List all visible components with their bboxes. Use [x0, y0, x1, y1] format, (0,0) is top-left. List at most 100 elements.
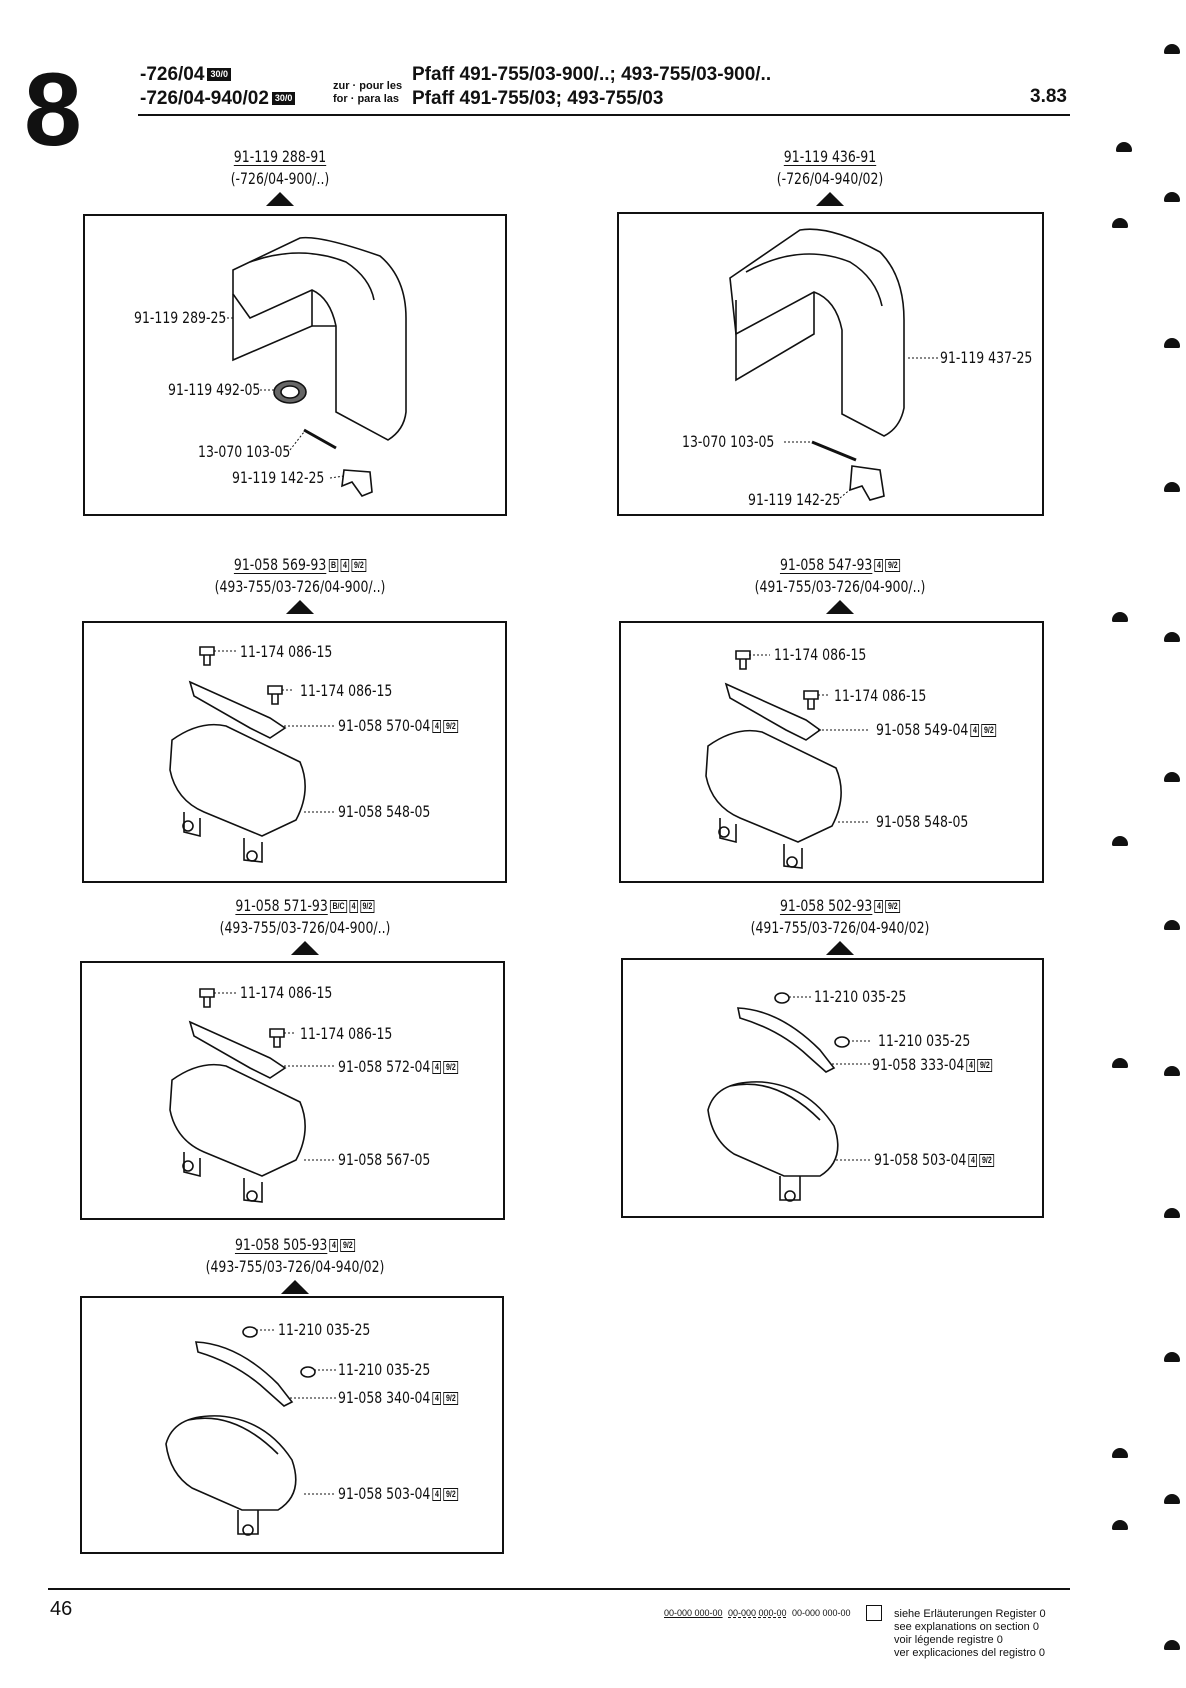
panel-1-label-cover: 91-119 289-25: [134, 308, 227, 327]
header-zur-2: for · para las: [333, 93, 400, 105]
panel-3-pointer: [285, 600, 315, 614]
header-date: 3.83: [1030, 86, 1067, 107]
legend-code-3: 00-000 000-00: [792, 1608, 851, 1618]
panel-4-foot-drawing: [705, 682, 842, 869]
panel-2-cover-drawing: [729, 228, 905, 501]
panel-5-label-screw-1: 11-174 086-15: [240, 983, 333, 1002]
panel-3-label-foot: 91-058 548-05: [338, 802, 431, 821]
footer-rule: [48, 1588, 1070, 1590]
register-mark-icon: [1164, 1494, 1180, 1504]
header-models-1: Pfaff 491-755/03-900/..; 493-755/03-900/…: [412, 64, 772, 85]
register-mark-icon: [1116, 142, 1132, 152]
panel-4-label-screw-1: 11-174 086-15: [774, 645, 867, 664]
panel-1-label-bracket: 91-119 142-25: [232, 468, 325, 487]
panel-2-label-bracket: 91-119 142-25: [748, 490, 841, 509]
register-mark-icon: [1164, 1066, 1180, 1076]
panel-7-label-screw-2: 11-210 035-25: [338, 1360, 431, 1379]
panel-5-label-screw-2: 11-174 086-15: [300, 1024, 393, 1043]
panel-3-label-screw-1: 11-174 086-15: [240, 642, 333, 661]
header-zur-1: zur · pour les: [333, 80, 403, 92]
panel-7-label-screw-1: 11-210 035-25: [278, 1320, 371, 1339]
panel-6-applies: (491-755/03-726/04-940/02): [750, 918, 930, 937]
panel-6-label-screw-2: 11-210 035-25: [878, 1031, 971, 1050]
register-mark-icon: [1112, 218, 1128, 228]
panel-2-box: [617, 212, 1044, 516]
register-mark-icon: [1164, 632, 1180, 642]
panel-5-box: [80, 961, 505, 1220]
panel-1-cover-drawing: [232, 236, 407, 497]
header-badge-1: 30/0: [207, 68, 231, 82]
panel-2-label-pin: 13-070 103-05: [682, 432, 775, 451]
register-mark-icon: [1164, 920, 1180, 930]
panel-4-part-number: 91-058 547-93: [779, 555, 873, 574]
header-models-2: Pfaff 491-755/03; 493-755/03: [412, 88, 664, 109]
panel-3-applies: (493-755/03-726/04-900/..): [214, 577, 386, 596]
register-mark-icon: [1112, 1448, 1128, 1458]
panel-1-box: [83, 214, 507, 516]
panel-1-part-number: 91-119 288-91: [233, 147, 327, 166]
register-mark-icon: [1164, 772, 1180, 782]
register-mark-icon: [1164, 1208, 1180, 1218]
panel-5-foot-drawing: [169, 1020, 306, 1203]
register-mark-icon: [1164, 44, 1180, 54]
panel-1-label-pin: 13-070 103-05: [198, 442, 291, 461]
panel-5-pointer: [290, 941, 320, 955]
panel-4-box: [619, 621, 1044, 883]
panel-2-applies: (-726/04-940/02): [776, 169, 884, 188]
register-mark-icon: [1112, 612, 1128, 622]
register-mark-icon: [1164, 338, 1180, 348]
panel-3-foot-drawing: [169, 680, 306, 863]
panel-1-pointer: [265, 192, 295, 206]
screw-icons: [199, 646, 850, 1378]
panel-2-title: 91-119 436-91 (-726/04-940/02): [736, 146, 923, 206]
panel-7-pointer: [280, 1280, 310, 1294]
register-mark-icon: [1112, 1058, 1128, 1068]
header-badge-2: 30/0: [271, 92, 296, 106]
panel-5-applies: (493-755/03-726/04-900/..): [219, 918, 391, 937]
panel-4-pointer: [825, 600, 855, 614]
panel-7-part-number: 91-058 505-93: [234, 1235, 328, 1254]
panel-5-label-foot: 91-058 567-05: [338, 1150, 431, 1169]
panel-6-pointer: [825, 941, 855, 955]
register-mark-icon: [1164, 1640, 1180, 1650]
panel-5-part-number: 91-058 571-93: [235, 896, 328, 915]
panel-2-label-cover: 91-119 437-25: [940, 348, 1033, 367]
panel-6-part-number: 91-058 502-93: [779, 896, 873, 915]
section-number: 8: [24, 52, 82, 168]
panel-4-label-screw-2: 11-174 086-15: [834, 686, 927, 705]
legend-text: siehe Erläuterungen Register 0 see expla…: [894, 1608, 1046, 1659]
panel-6-foot-drawing: [707, 1007, 839, 1202]
legend-code-2: 00-000 000-00: [728, 1608, 787, 1618]
panel-3-part-number: 91-058 569-93: [233, 555, 327, 574]
legend-box-icon: [866, 1605, 882, 1621]
panel-3-box: [82, 621, 507, 883]
leader-lines: [214, 317, 938, 1495]
panel-7-foot-drawing: [165, 1341, 297, 1536]
panel-1-title: 91-119 288-91 (-726/04-900/..): [186, 146, 373, 206]
panel-7-applies: (493-755/03-726/04-940/02): [205, 1257, 385, 1276]
panel-2-part-number: 91-119 436-91: [783, 147, 877, 166]
panel-4-applies: (491-755/03-726/04-900/..): [754, 577, 926, 596]
panel-6-box: [621, 958, 1044, 1218]
panel-6-label-screw-1: 11-210 035-25: [814, 987, 907, 1006]
page-number: 46: [50, 1598, 73, 1620]
panel-3-label-screw-2: 11-174 086-15: [300, 681, 393, 700]
panel-2-pointer: [815, 192, 845, 206]
register-mark-icon: [1112, 836, 1128, 846]
panel-7-box: [80, 1296, 504, 1554]
panel-4-label-foot: 91-058 548-05: [876, 812, 969, 831]
register-mark-icon: [1164, 192, 1180, 202]
